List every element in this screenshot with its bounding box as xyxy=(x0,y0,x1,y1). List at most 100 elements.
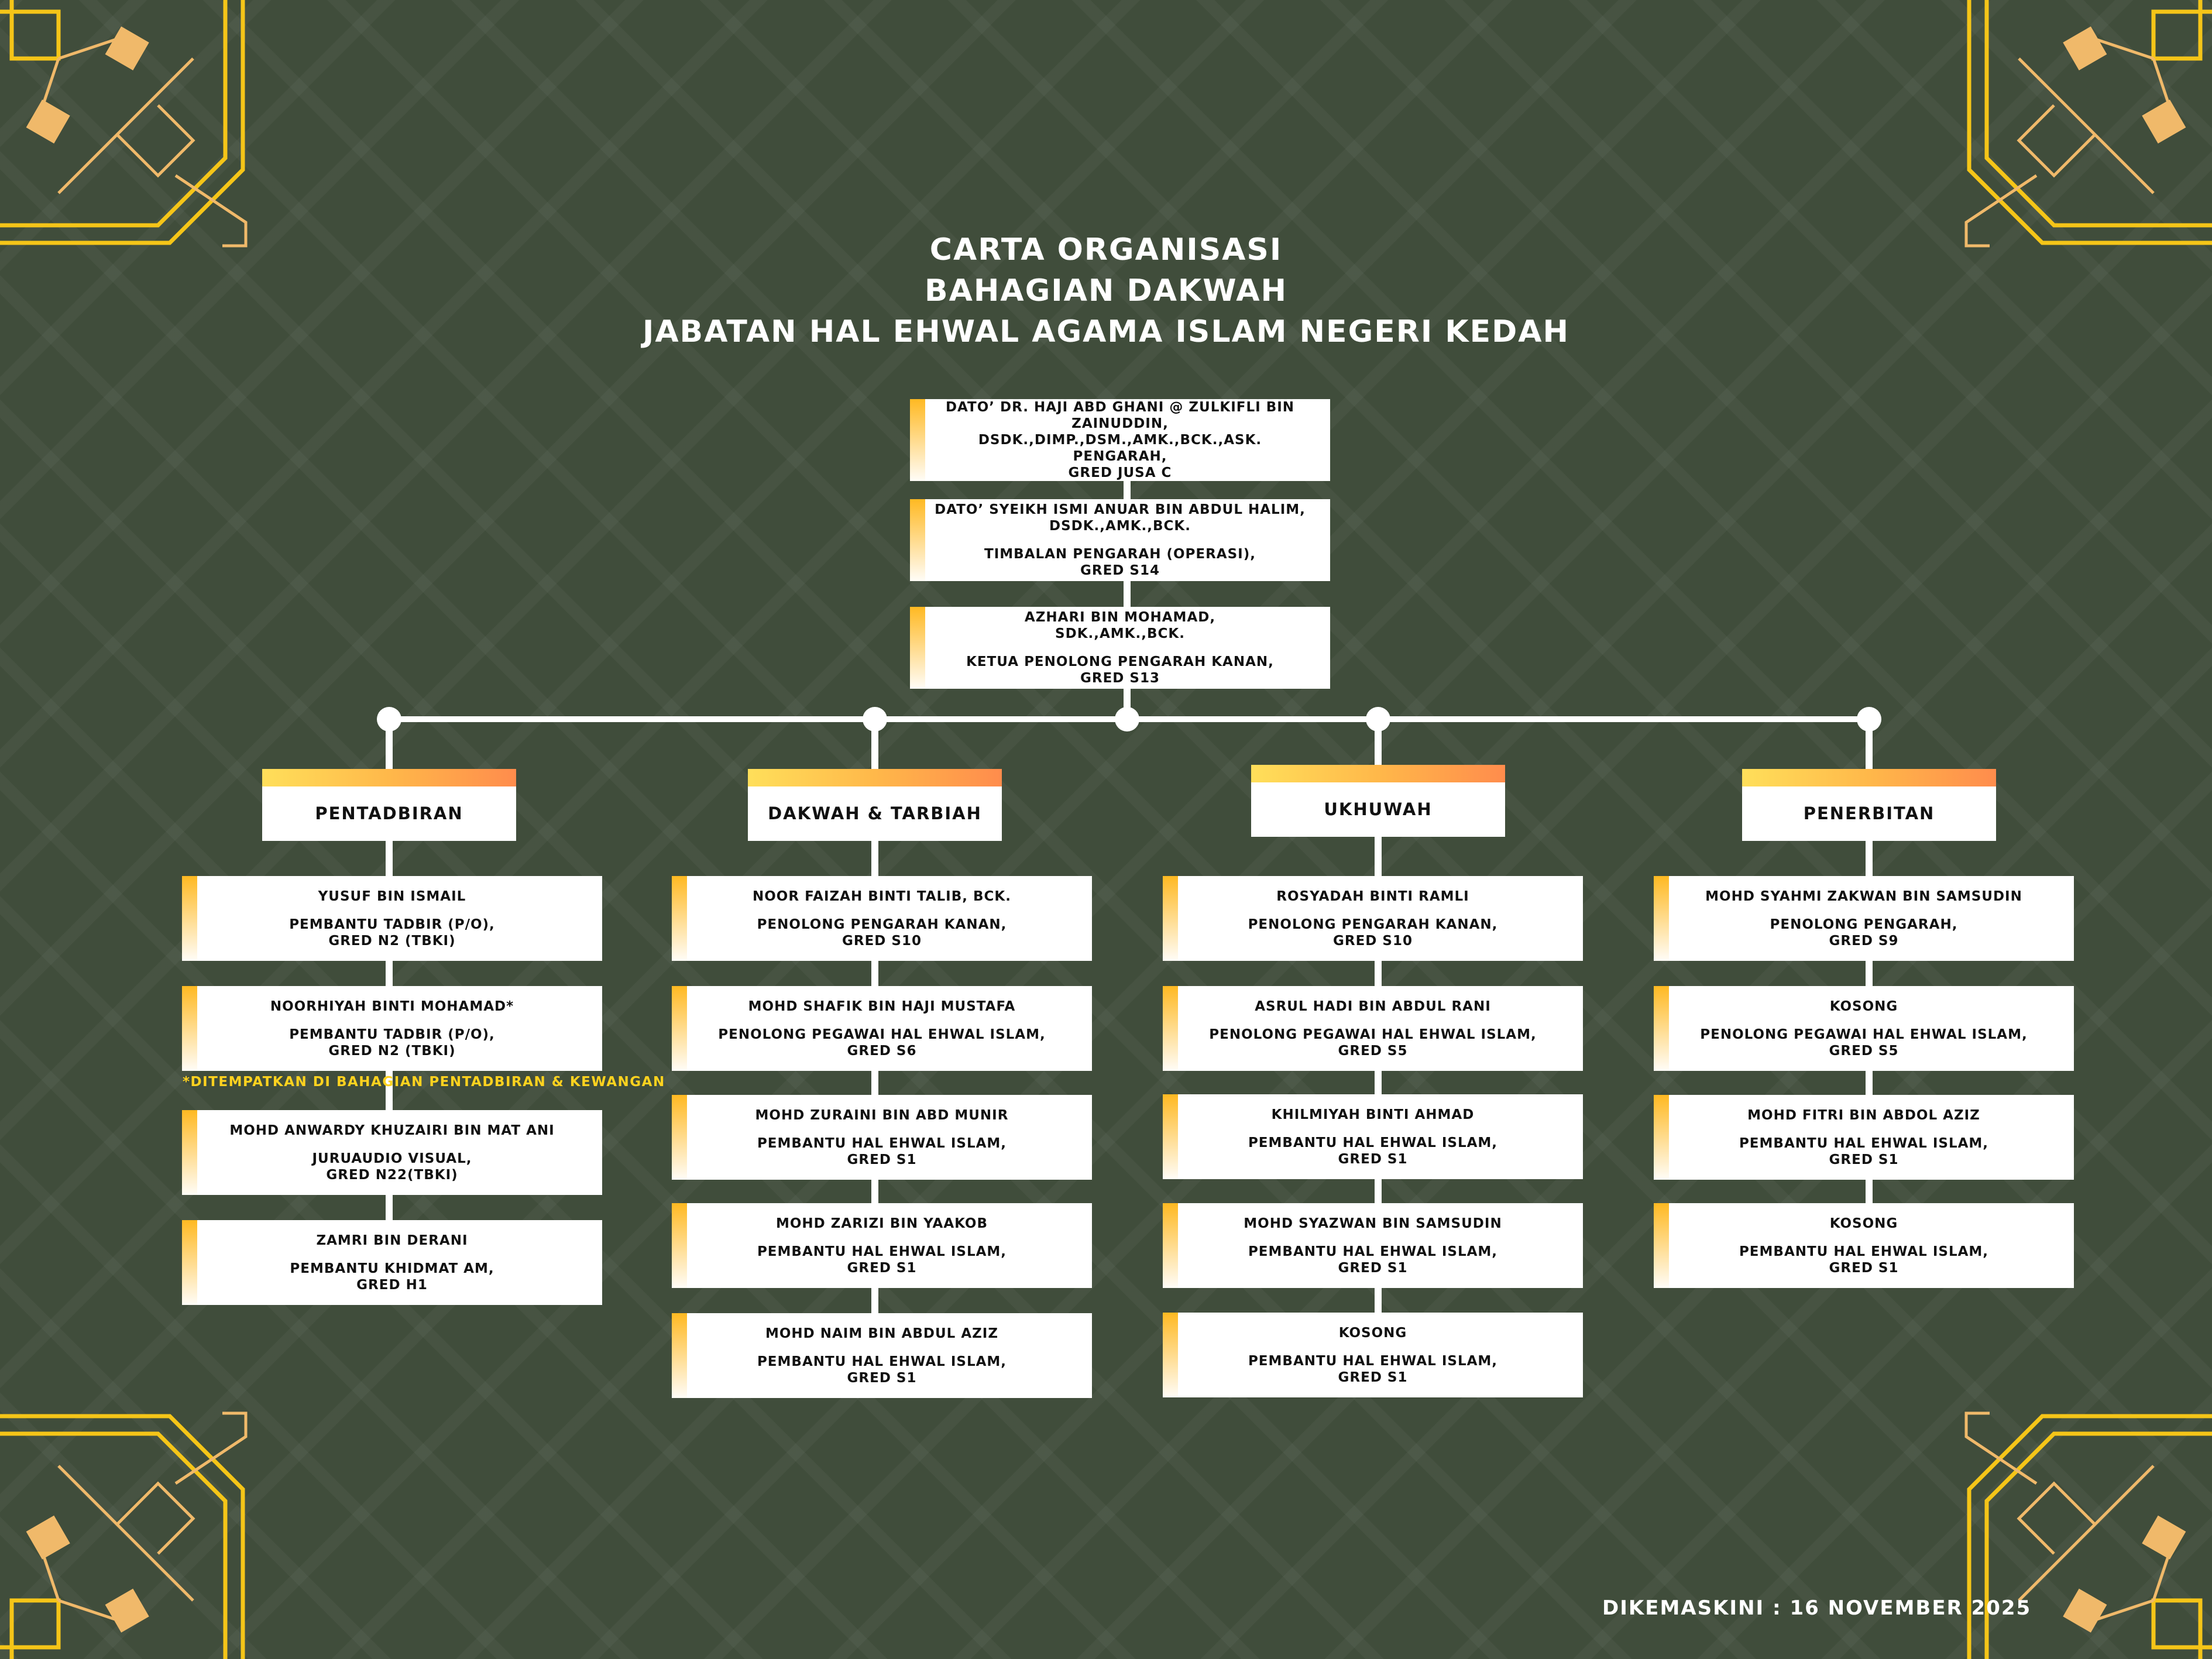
corner-ornament-top-right xyxy=(1964,0,2212,248)
person-name: MOHD FITRI BIN ABDOL AZIZ xyxy=(1747,1107,1980,1123)
department-title: UKHUWAH xyxy=(1324,799,1433,819)
staff-box: MOHD ZARIZI BIN YAAKOB PEMBANTU HAL EHWAL… xyxy=(672,1203,1092,1288)
person-name: MOHD SYAZWAN BIN SAMSUDIN xyxy=(1244,1215,1502,1231)
position-title: PENOLONG PENGARAH KANAN, xyxy=(757,916,1007,932)
staff-box: NOOR FAIZAH BINTI TALIB, BCK. PENOLONG PE… xyxy=(672,876,1092,961)
department-header: PENERBITAN xyxy=(1742,769,1996,841)
grade: GRED N2 (TBKI) xyxy=(328,1043,456,1059)
corner-ornament-bottom-right xyxy=(1964,1411,2212,1659)
staff-box: KHILMIYAH BINTI AHMAD PEMBANTU HAL EHWAL … xyxy=(1163,1094,1583,1179)
staff-box: MOHD SYAZWAN BIN SAMSUDIN PEMBANTU HAL EH… xyxy=(1163,1203,1583,1288)
title-line-3: JABATAN HAL EHWAL AGAMA ISLAM NEGERI KED… xyxy=(642,314,1570,349)
grade: GRED N22(TBKI) xyxy=(326,1167,458,1183)
person-name: ASRUL HADI BIN ABDUL RANI xyxy=(1255,998,1491,1014)
position-title: PEMBANTU TADBIR (P/O), xyxy=(289,1026,495,1042)
grade: GRED N2 (TBKI) xyxy=(328,933,456,949)
grade: GRED S5 xyxy=(1829,1043,1899,1059)
person-name: YUSUF BIN ISMAIL xyxy=(318,888,466,904)
person-name: KOSONG xyxy=(1829,998,1898,1014)
person-name: MOHD SHAFIK BIN HAJI MUSTAFA xyxy=(748,998,1016,1014)
position-title: PEMBANTU HAL EHWAL ISLAM, xyxy=(757,1135,1007,1151)
grade: GRED S1 xyxy=(1338,1260,1408,1276)
person-name: MOHD NAIM BIN ABDUL AZIZ xyxy=(765,1325,999,1341)
position-title: KETUA PENOLONG PENGARAH KANAN, xyxy=(966,654,1274,669)
leader-box: DATO’ DR. HAJI ABD GHANI @ ZULKIFLI BIN … xyxy=(910,399,1330,481)
grade: GRED S13 xyxy=(1080,671,1160,686)
person-name: DATO’ DR. HAJI ABD GHANI @ ZULKIFLI BIN … xyxy=(945,400,1295,431)
title-line-2: BAHAGIAN DAKWAH xyxy=(924,273,1288,308)
person-name: KOSONG xyxy=(1829,1215,1898,1231)
person-name: AZHARI BIN MOHAMAD, xyxy=(1024,610,1216,625)
staff-box: MOHD SHAFIK BIN HAJI MUSTAFA PENOLONG PEG… xyxy=(672,986,1092,1071)
staff-box: KOSONG PENOLONG PEGAWAI HAL EHWAL ISLAM,G… xyxy=(1654,986,2074,1071)
person-name: SDK.,AMK.,BCK. xyxy=(1055,626,1185,641)
department-title: PENTADBIRAN xyxy=(315,803,463,823)
person-name: MOHD ANWARDY KHUZAIRI BIN MAT ANI xyxy=(229,1122,555,1138)
grade: GRED H1 xyxy=(356,1277,428,1293)
person-name: KOSONG xyxy=(1338,1325,1407,1341)
grade: GRED JUSA C xyxy=(1068,465,1172,480)
department-connector xyxy=(386,719,393,1232)
position-title: PEMBANTU HAL EHWAL ISLAM, xyxy=(1248,1353,1498,1369)
department-title: DAKWAH & TARBIAH xyxy=(768,803,982,823)
department-title: PENERBITAN xyxy=(1803,803,1935,823)
person-name: DATO’ SYEIKH ISMI ANUAR BIN ABDUL HALIM, xyxy=(935,502,1306,517)
position-title: TIMBALAN PENGARAH (OPERASI), xyxy=(984,547,1256,562)
grade: GRED S1 xyxy=(1338,1369,1408,1385)
department-header: UKHUWAH xyxy=(1251,765,1505,837)
person-name: NOORHIYAH BINTI MOHAMAD* xyxy=(270,998,514,1014)
staff-box: NOORHIYAH BINTI MOHAMAD* PEMBANTU TADBIR … xyxy=(182,986,602,1071)
leader-box: DATO’ SYEIKH ISMI ANUAR BIN ABDUL HALIM,… xyxy=(910,499,1330,581)
position-title: PEMBANTU HAL EHWAL ISLAM, xyxy=(1248,1135,1498,1150)
position-title: JURUAUDIO VISUAL, xyxy=(312,1150,472,1166)
department-header: PENTADBIRAN xyxy=(262,769,516,841)
staff-box: KOSONG PEMBANTU HAL EHWAL ISLAM,GRED S1 xyxy=(1163,1313,1583,1397)
grade: GRED S1 xyxy=(1338,1151,1408,1167)
staff-box: MOHD NAIM BIN ABDUL AZIZ PEMBANTU HAL EHW… xyxy=(672,1313,1092,1398)
position-title: PENOLONG PENGARAH, xyxy=(1770,916,1958,932)
grade: GRED S14 xyxy=(1080,563,1160,578)
grade: GRED S9 xyxy=(1829,933,1899,949)
position-title: PENOLONG PEGAWAI HAL EHWAL ISLAM, xyxy=(1700,1026,2028,1042)
position-title: PEMBANTU HAL EHWAL ISLAM, xyxy=(1248,1244,1498,1259)
grade: GRED S1 xyxy=(847,1370,917,1386)
corner-ornament-bottom-left xyxy=(0,1411,248,1659)
position-title: PEMBANTU TADBIR (P/O), xyxy=(289,916,495,932)
department-connector xyxy=(1866,719,1873,1215)
person-name: MOHD ZURAINI BIN ABD MUNIR xyxy=(755,1107,1009,1123)
grade: GRED S1 xyxy=(1829,1152,1899,1167)
staff-box: MOHD ANWARDY KHUZAIRI BIN MAT ANI JURUAUD… xyxy=(182,1110,602,1195)
staff-box: MOHD SYAHMI ZAKWAN BIN SAMSUDIN PENOLONG … xyxy=(1654,876,2074,961)
connector-node xyxy=(1115,707,1139,731)
position-title: PENGARAH, xyxy=(1073,449,1167,464)
grade: GRED S10 xyxy=(842,933,922,949)
person-name: NOOR FAIZAH BINTI TALIB, BCK. xyxy=(753,888,1011,904)
position-title: PEMBANTU HAL EHWAL ISLAM, xyxy=(757,1354,1007,1369)
grade: GRED S1 xyxy=(847,1260,917,1276)
position-title: PENOLONG PENGARAH KANAN, xyxy=(1248,916,1498,932)
person-name: KHILMIYAH BINTI AHMAD xyxy=(1271,1107,1475,1122)
person-name: DSDK.,AMK.,BCK. xyxy=(1049,518,1191,534)
staff-box: MOHD ZURAINI BIN ABD MUNIR PEMBANTU HAL E… xyxy=(672,1095,1092,1180)
title-line-1: CARTA ORGANISASI xyxy=(929,232,1283,267)
placement-note: *DITEMPATKAN DI BAHAGIAN PENTADBIRAN & K… xyxy=(183,1074,665,1090)
department-header: DAKWAH & TARBIAH xyxy=(748,769,1002,841)
position-title: PENOLONG PEGAWAI HAL EHWAL ISLAM, xyxy=(718,1026,1046,1042)
grade: GRED S1 xyxy=(1829,1260,1899,1276)
grade: GRED S5 xyxy=(1338,1043,1408,1059)
grade: GRED S1 xyxy=(847,1152,917,1167)
staff-box: YUSUF BIN ISMAIL PEMBANTU TADBIR (P/O),GR… xyxy=(182,876,602,961)
chart-title: CARTA ORGANISASI BAHAGIAN DAKWAH JABATAN… xyxy=(0,229,2212,352)
position-title: PEMBANTU HAL EHWAL ISLAM, xyxy=(757,1244,1007,1259)
person-name: ZAMRI BIN DERANI xyxy=(316,1232,468,1248)
leader-box: AZHARI BIN MOHAMAD,SDK.,AMK.,BCK. KETUA P… xyxy=(910,607,1330,689)
person-name: MOHD SYAHMI ZAKWAN BIN SAMSUDIN xyxy=(1705,888,2022,904)
person-name: MOHD ZARIZI BIN YAAKOB xyxy=(775,1215,988,1231)
updated-date: DIKEMASKINI : 16 NOVEMBER 2025 xyxy=(1602,1596,2032,1620)
grade: GRED S6 xyxy=(847,1043,917,1059)
person-name: DSDK.,DIMP.,DSM.,AMK.,BCK.,ASK. xyxy=(978,432,1262,448)
